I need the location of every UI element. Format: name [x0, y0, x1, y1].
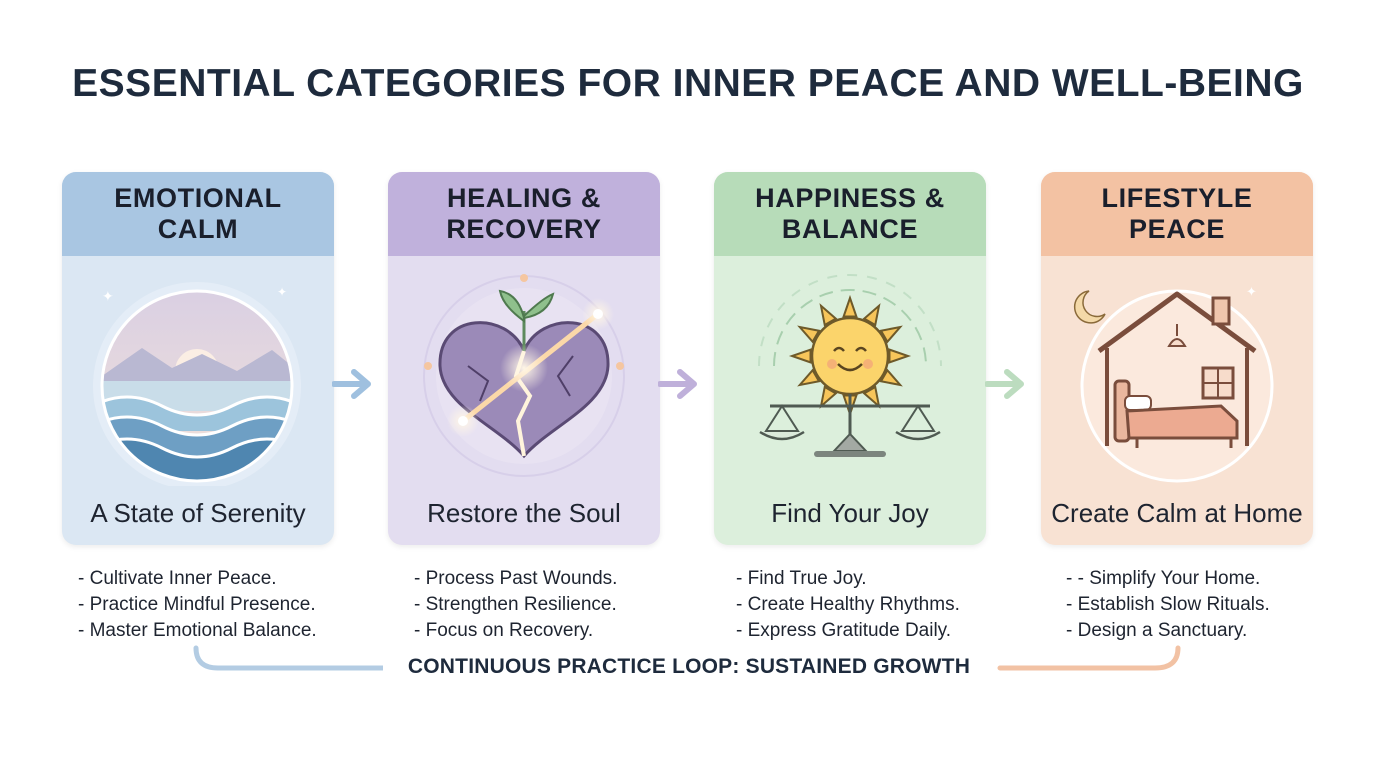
sun-ray — [788, 348, 812, 364]
sun-ray — [819, 385, 838, 409]
list-item: - Process Past Wounds. — [414, 568, 618, 589]
list-item: - Find True Joy. — [736, 568, 867, 589]
card-subtitle: Restore the Soul — [427, 498, 621, 528]
bullet-list: - Cultivate Inner Peace. - Practice Mind… — [78, 566, 317, 644]
list-item: - Express Gratitude Daily. — [736, 620, 952, 641]
list-item: - Cultivate Inner Peace. — [78, 568, 277, 589]
category-card-emotional-calm: EMOTIONAL CALM ✦ ✦ A State of Serenity — [62, 172, 334, 545]
card-subtitle: Create Calm at Home — [1051, 498, 1303, 528]
list-item: - Focus on Recovery. — [414, 620, 594, 641]
list-item: - Establish Slow Rituals. — [1066, 594, 1270, 615]
card-heading: HAPPINESS & BALANCE — [755, 183, 945, 244]
card-header: EMOTIONAL CALM — [62, 172, 334, 256]
sun-ray — [842, 294, 858, 318]
card-subtitle: A State of Serenity — [90, 498, 306, 528]
category-card-lifestyle-peace: LIFESTYLE PEACE ✦ Create Calm at Home — [1041, 172, 1313, 545]
sun-ray — [862, 385, 881, 409]
card-heading: HEALING & RECOVERY — [446, 183, 602, 244]
category-card-happiness-balance: HAPPINESS & BALANCE Find Your Joy — [714, 172, 986, 545]
arrow-right-icon — [332, 369, 371, 399]
ocean-waves-icon: ✦ ✦ — [93, 282, 301, 486]
sun-ray — [819, 303, 838, 327]
list-item: - Design a Sanctuary. — [1066, 620, 1248, 641]
page-title: ESSENTIAL CATEGORIES FOR INNER PEACE AND… — [72, 62, 1304, 105]
card-subtitle: Find Your Joy — [771, 498, 929, 528]
svg-text:✦: ✦ — [277, 285, 287, 299]
list-item: - Master Emotional Balance. — [78, 620, 317, 641]
home-bedroom-icon: ✦ — [1073, 285, 1274, 483]
list-item: - Create Healthy Rhythms. — [736, 594, 960, 615]
card-header: HAPPINESS & BALANCE — [714, 172, 986, 256]
svg-text:✦: ✦ — [1246, 285, 1257, 300]
list-item: - - Simplify Your Home. — [1066, 568, 1261, 589]
arrow-right-icon — [658, 369, 697, 399]
card-heading: EMOTIONAL CALM — [114, 183, 282, 244]
sun-ray — [797, 325, 821, 344]
sun-ray — [888, 348, 912, 364]
svg-text:✦: ✦ — [102, 289, 114, 305]
card-header: LIFESTYLE PEACE — [1041, 172, 1313, 256]
list-item: - Practice Mindful Presence. — [78, 594, 316, 615]
card-header: HEALING & RECOVERY — [388, 172, 660, 256]
sun-ray — [797, 368, 821, 387]
card-heading: LIFESTYLE PEACE — [1101, 183, 1253, 244]
sun-ray — [879, 325, 903, 344]
bullet-list: - - Simplify Your Home. - Establish Slow… — [1066, 566, 1270, 644]
sun-balance-icon — [758, 274, 942, 457]
mended-heart-icon — [423, 274, 625, 477]
arrow-right-icon — [985, 369, 1024, 399]
sun-ray — [862, 303, 881, 327]
sun-ray — [879, 368, 903, 387]
loop-label: CONTINUOUS PRACTICE LOOP: SUSTAINED GROW… — [383, 655, 995, 679]
list-item: - Strengthen Resilience. — [414, 594, 617, 615]
bullet-list: - Find True Joy. - Create Healthy Rhythm… — [736, 566, 960, 644]
bullet-list: - Process Past Wounds. - Strengthen Resi… — [414, 566, 617, 644]
category-card-healing-recovery: HEALING & RECOVERY Restore the Soul — [388, 172, 660, 545]
